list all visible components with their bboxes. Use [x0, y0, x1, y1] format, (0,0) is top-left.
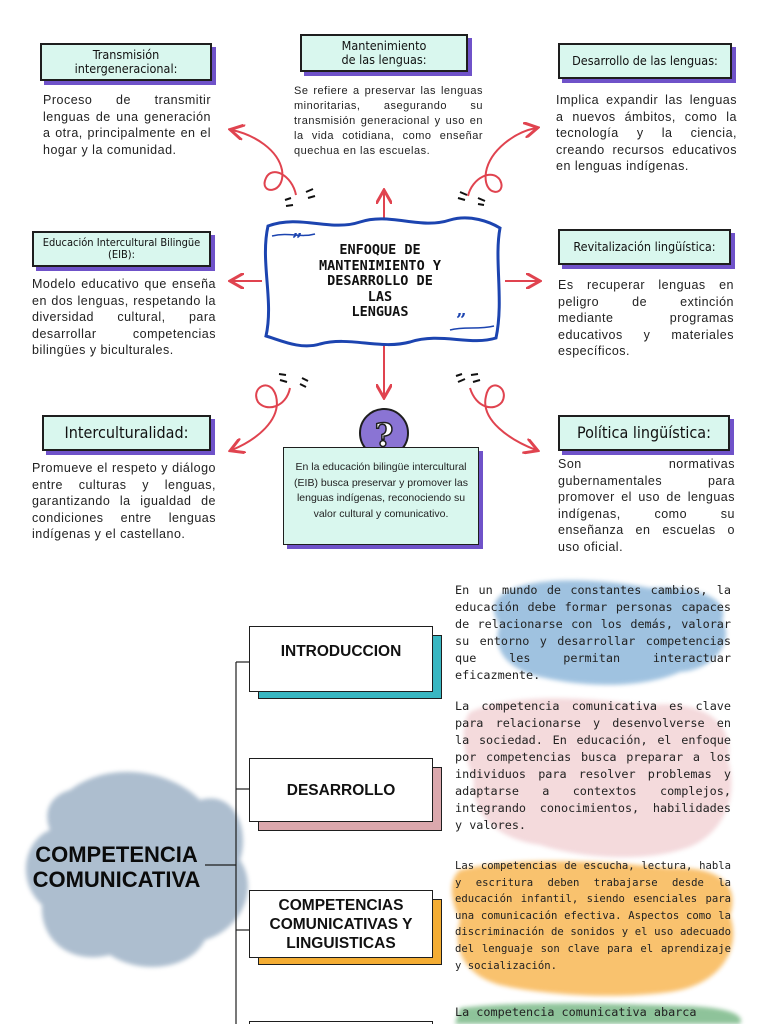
section-label-cut: [249, 1021, 433, 1024]
svg-text:?: ?: [375, 416, 394, 454]
arrow-to-interculturalidad: [232, 384, 291, 450]
question-bubble-icon: ?: [359, 408, 409, 458]
section-text-cut: La competencia comunicativa abarca: [455, 1005, 697, 1019]
section-label-introduccion: INTRODUCCION: [249, 626, 433, 692]
center-title: ENFOQUE DE MANTENIMIENTO Y DESARROLLO DE…: [319, 242, 441, 320]
section-text-desarrollo: La competencia comunicativa es clave par…: [455, 699, 731, 832]
section-label-competencias: COMPETENCIAS COMUNICATIVAS Y LINGUISTICA…: [249, 890, 433, 958]
node-label-eib: Educación Intercultural Bilingüe(EIB):: [32, 231, 211, 267]
node-label-desarrollo: Desarrollo de las lenguas:: [558, 43, 732, 79]
section-label-desarrollo: DESARROLLO: [249, 758, 433, 822]
node-text-desarrollo: Implica expandir las lenguas a nuevos ám…: [556, 93, 737, 174]
node-label-politica: Política lingüística:: [558, 415, 730, 451]
arrow-to-transmision: [232, 130, 297, 196]
center-frame: [263, 216, 502, 348]
node-text-revitalizacion: Es recuperar lenguas en peligro de extin…: [558, 278, 734, 359]
competencia-title: COMPETENCIA COMUNICATIVA: [32, 842, 201, 892]
node-text-mantenimiento: Se refiere a preservar las lenguas minor…: [294, 85, 483, 157]
section-text-competencias: Las competencias de escucha, lectura, ha…: [455, 860, 731, 972]
node-text-transmision: Proceso de transmitir lenguas de una gen…: [43, 93, 211, 157]
arrow-to-politica: [469, 384, 536, 450]
center-quote-open: ”: [292, 230, 303, 251]
arrow-to-desarrollo: [467, 128, 536, 197]
tree-connectors: [205, 661, 250, 1024]
watercolor-blobs: [25, 580, 741, 1024]
mindmap-connectors: ?: [0, 0, 768, 458]
node-label-revitalizacion: Revitalización lingüística:: [558, 229, 731, 265]
node-label-interculturalidad: Interculturalidad:: [42, 415, 211, 451]
question-note: En la educación bilingüe intercultural (…: [283, 447, 479, 545]
node-text-interculturalidad: Promueve el respeto y diálogo entre cult…: [32, 461, 216, 542]
node-text-politica: Son normativas gubernamentales para prom…: [558, 457, 735, 554]
section-text-introduccion: En un mundo de constantes cambios, la ed…: [455, 583, 731, 682]
node-text-eib: Modelo educativo que enseña en dos lengu…: [32, 277, 216, 358]
center-quote-close: ”: [456, 310, 467, 331]
